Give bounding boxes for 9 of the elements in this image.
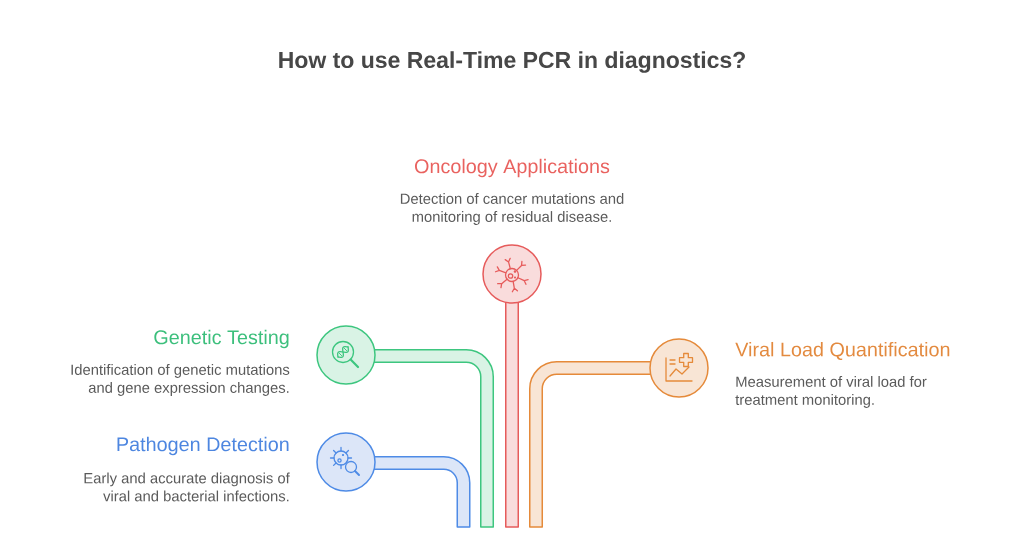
description: Detection of cancer mutations and monitoring of residual disease. xyxy=(400,193,624,225)
heading: Pathogen Detection xyxy=(117,436,289,456)
heading: Oncology Applications xyxy=(415,158,610,178)
heading: Genetic Testing xyxy=(154,329,289,349)
description: Measurement of viral load for treatment monitoring. xyxy=(735,376,927,408)
heading: Viral Load Quantification xyxy=(735,341,950,360)
description: Identification of genetic mutations and gene expression changes. xyxy=(71,364,290,396)
title: How to use Real-Time PCR in diagnostics? xyxy=(279,51,745,73)
description: Early and accurate diagnosis of viral and bacterial infections. xyxy=(84,472,290,502)
